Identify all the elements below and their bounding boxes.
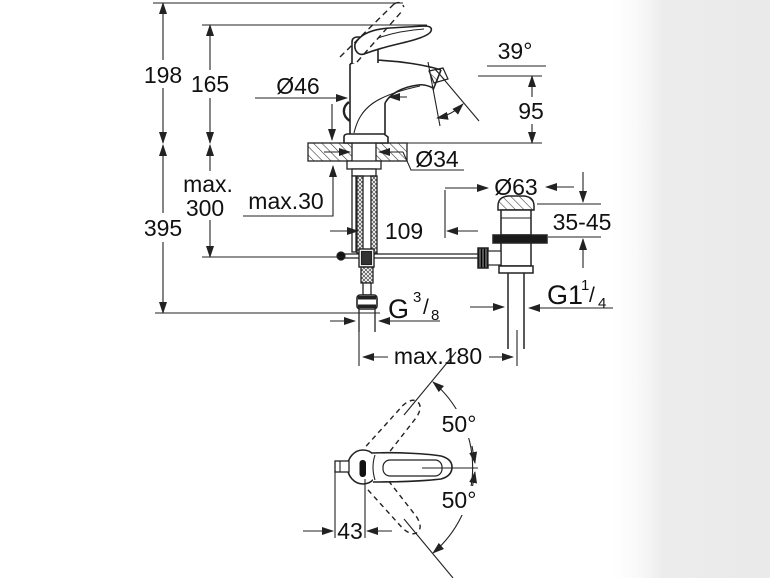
dim-swing-lower: 50°: [442, 487, 477, 513]
handle-pin: [334, 460, 350, 473]
dim-height-overall: 198: [144, 62, 182, 88]
photo-edge-shade: [605, 0, 770, 578]
dim-rod-max-reach: max.180: [394, 343, 482, 369]
dim-body-diameter: Ø46: [276, 73, 319, 99]
dim-below-deck-depth: 395: [144, 215, 182, 241]
waste-thread-sup: 1: [581, 277, 589, 294]
handle-swing-dashed: [365, 399, 421, 535]
dim-swing-upper: 50°: [442, 411, 477, 437]
dim-rod-max-line2: 300: [186, 195, 224, 221]
waste-thread-slash: /: [589, 284, 595, 307]
dim-height-to-handle: 165: [191, 71, 229, 97]
supply-hose: [356, 266, 378, 332]
waste-thread-sub: 4: [598, 295, 606, 312]
dim-deck-thickness: max.30: [248, 188, 323, 214]
lever-handle-side: [351, 25, 433, 63]
popup-rod-linkage: [336, 248, 479, 268]
dimension-labels: 198 165 Ø46 39° 95 Ø34 max.30 max. 300 3…: [144, 38, 612, 544]
dim-spout-angle: 39°: [498, 38, 533, 64]
waste-lever-knob: [477, 247, 489, 269]
dim-rod-offset: 109: [385, 218, 423, 244]
mounting-hardware: [346, 160, 382, 254]
dim-waste-thread: G1 1 / 4: [547, 277, 606, 312]
supply-thread-sup: 3: [413, 289, 421, 306]
popup-waste-valve: [477, 195, 548, 349]
dim-waste-clamp-range: 35-45: [553, 209, 612, 235]
supply-thread-slash: /: [423, 296, 429, 319]
popup-rod-vertical: [351, 175, 357, 253]
side-view-faucet-body: [307, 1, 548, 349]
dim-spout-height: 95: [518, 98, 544, 124]
dim-hole-diameter: Ø34: [415, 146, 459, 172]
dim-waste-flange-diameter: Ø63: [494, 174, 537, 200]
handle-top-view-solid: [334, 449, 453, 485]
dim-handle-length: 43: [337, 518, 363, 544]
supply-thread-main: G: [388, 294, 409, 324]
dim-supply-thread: G 3 / 8: [388, 289, 439, 324]
dim-rod-max-line1: max.: [183, 171, 233, 197]
handle-slot: [359, 460, 366, 477]
faucet-base: [343, 133, 389, 144]
waste-thread-main: G1: [547, 280, 583, 310]
supply-thread-sub: 8: [431, 307, 439, 324]
swing-angle-dimension: [303, 351, 478, 578]
label-backgrounds: [138, 60, 548, 515]
top-view-handle: [303, 351, 478, 578]
